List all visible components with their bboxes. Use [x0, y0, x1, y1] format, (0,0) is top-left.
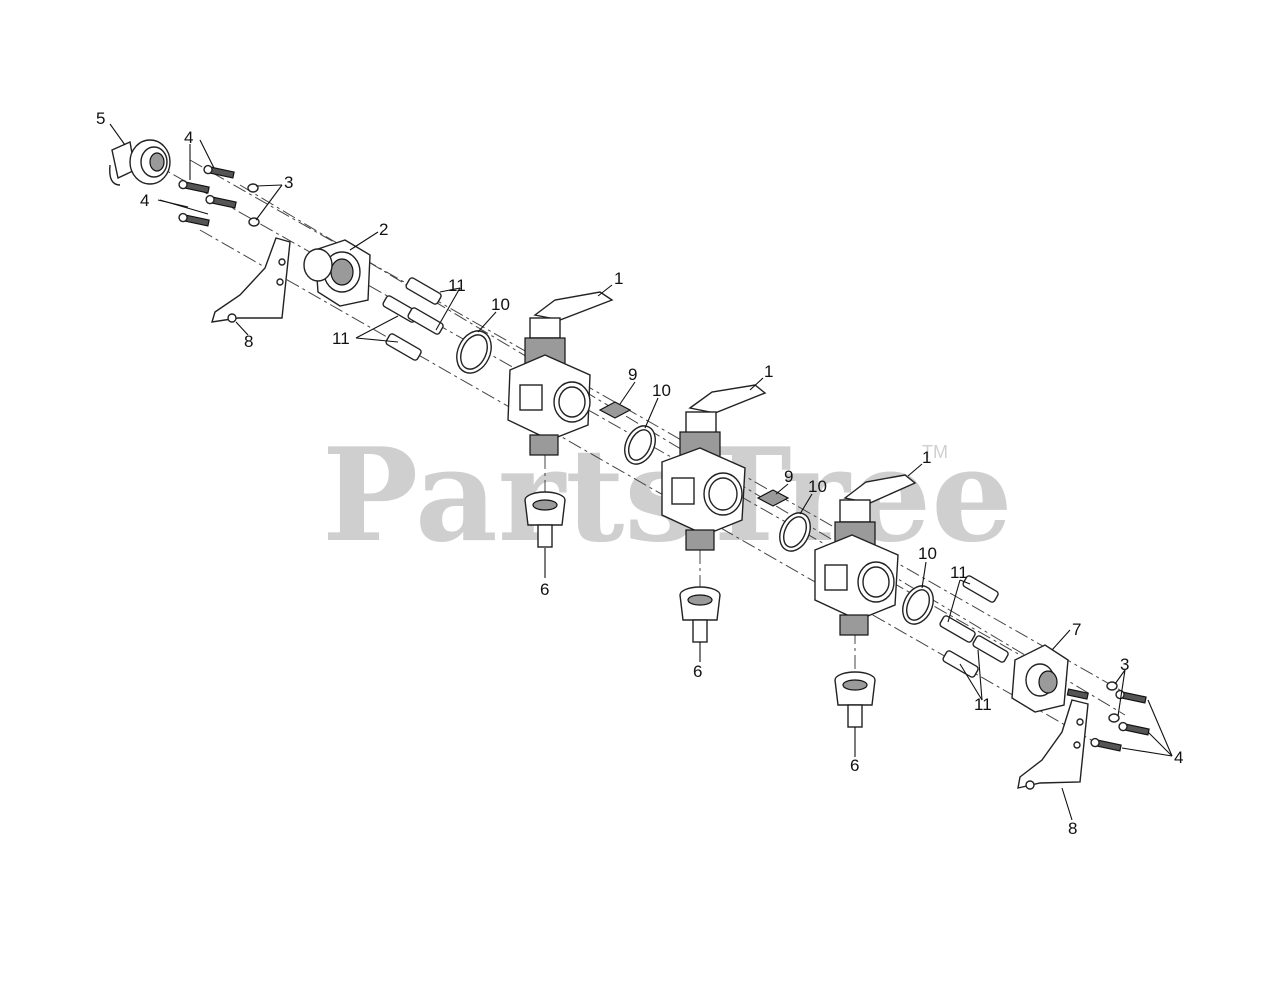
o-ring-part-10-b[interactable]	[619, 421, 661, 469]
callout-6-a: 6	[540, 580, 549, 599]
callout-3-left: 3	[284, 173, 293, 192]
bracket-part-8-left[interactable]	[211, 237, 291, 323]
callout-11-upper-right: 11	[950, 563, 968, 582]
callout-10-a: 10	[491, 295, 510, 314]
nozzle-fitting-part-6-a[interactable]	[524, 491, 566, 548]
callout-4-left: 4	[140, 191, 149, 210]
nozzle-fitting-part-6-c[interactable]	[834, 671, 876, 728]
inlet-fitting-part-5[interactable]	[109, 139, 171, 186]
callout-9-a: 9	[628, 365, 637, 384]
callout-4-right: 4	[1174, 748, 1183, 767]
valve-body-a[interactable]	[507, 291, 614, 456]
callout-1-c: 1	[922, 448, 931, 467]
o-ring-part-10-d[interactable]	[897, 581, 939, 629]
pin-part-11-right[interactable]	[939, 575, 1009, 678]
flange-part-2[interactable]	[303, 239, 371, 307]
callout-11-lower-right: 11	[974, 695, 992, 714]
pin-part-11-left[interactable]	[382, 277, 444, 361]
seal-pad-part-9-b[interactable]	[756, 489, 790, 507]
callout-8-left: 8	[244, 332, 253, 351]
callout-1-b: 1	[764, 362, 773, 381]
callout-11-upper-left: 11	[448, 276, 466, 295]
callout-3-right: 3	[1120, 655, 1129, 674]
o-ring-part-10-c[interactable]	[774, 508, 816, 556]
o-ring-part-10-a[interactable]	[450, 325, 498, 378]
callout-11-lower-left: 11	[332, 329, 350, 348]
callout-10-b: 10	[652, 381, 671, 400]
callout-7: 7	[1072, 620, 1081, 639]
valve-body-b[interactable]	[661, 384, 767, 551]
callout-4-top: 4	[184, 128, 193, 147]
washer-part-3-right[interactable]	[1106, 681, 1120, 723]
nozzle-fitting-part-6-b[interactable]	[679, 586, 721, 643]
callout-2: 2	[379, 220, 388, 239]
seal-pad-part-9-a[interactable]	[598, 401, 632, 419]
callout-5: 5	[96, 109, 105, 128]
callout-8-right: 8	[1068, 819, 1077, 838]
screw-part-4-right[interactable]	[1066, 688, 1150, 752]
callout-labels: 5 4 4 3 2 11 11 10 1 8 9 10 1 6 9 10 1 1…	[96, 109, 1183, 838]
callout-1-a: 1	[614, 269, 623, 288]
washer-part-3-left[interactable]	[247, 183, 260, 227]
callout-6-c: 6	[850, 756, 859, 775]
callout-6-b: 6	[693, 662, 702, 681]
callout-9-b: 9	[784, 467, 793, 486]
watermark-trademark: TM	[922, 442, 948, 462]
valve-body-c[interactable]	[814, 474, 917, 636]
bracket-part-8-right[interactable]	[1017, 699, 1089, 790]
leader-lines	[109, 123, 1173, 821]
end-cap-part-7[interactable]	[1011, 644, 1069, 713]
callout-10-c: 10	[808, 477, 827, 496]
callout-10-d: 10	[918, 544, 937, 563]
screw-part-4-left[interactable]	[178, 164, 237, 227]
